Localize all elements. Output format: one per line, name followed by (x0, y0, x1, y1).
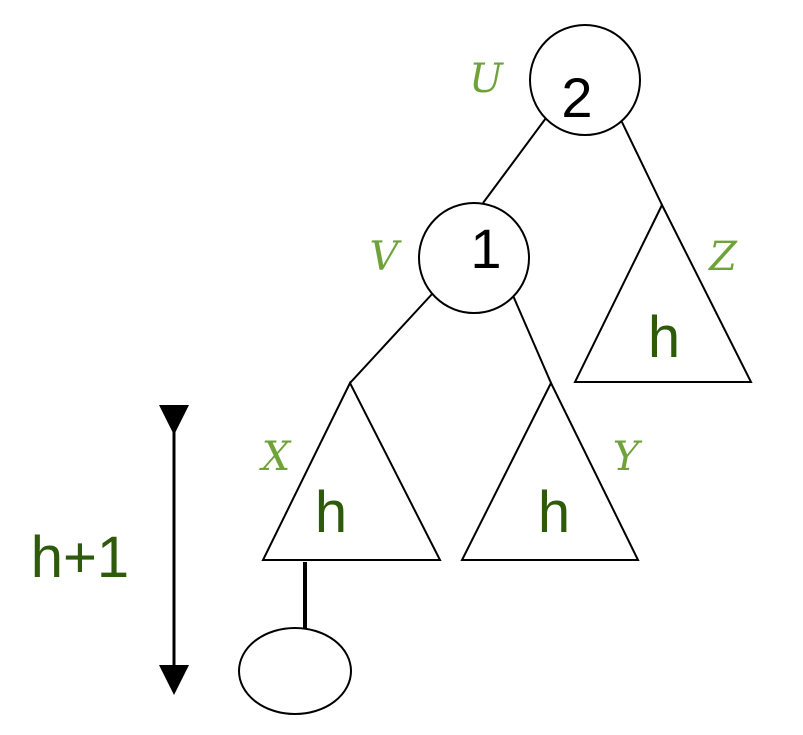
subtree-x-height: h (315, 480, 347, 545)
subtree-y: h Y (460, 380, 643, 561)
subtree-z-triangle (573, 202, 753, 383)
subtree-z: h Z (573, 202, 753, 383)
height-indicator-label: h+1 (31, 525, 129, 590)
subtree-y-name: Y (613, 434, 643, 480)
node-u-circle (529, 24, 641, 136)
height-indicator: h+1 (31, 405, 189, 695)
node-v-name: V (370, 234, 403, 280)
node-v-circle (418, 202, 530, 314)
edge-u-z (619, 117, 663, 206)
node-v: 1 V (370, 202, 530, 314)
node-u: 2 U (469, 24, 641, 136)
subtree-x-triangle (261, 380, 442, 561)
edge-v-y (510, 290, 552, 384)
edge-v-x (349, 292, 434, 384)
extra-leaf-node (238, 627, 352, 715)
subtree-x-name: X (259, 434, 292, 480)
node-u-value: 2 (561, 66, 592, 129)
node-v-value: 1 (470, 217, 501, 280)
edge-u-v (482, 117, 547, 204)
subtree-z-name: Z (707, 234, 738, 280)
subtree-y-triangle (460, 380, 640, 561)
subtree-z-height: h (648, 305, 680, 370)
subtree-x: h X (259, 380, 442, 561)
subtree-y-height: h (538, 480, 570, 545)
node-u-name: U (469, 56, 504, 102)
extra-leaf (238, 562, 352, 715)
